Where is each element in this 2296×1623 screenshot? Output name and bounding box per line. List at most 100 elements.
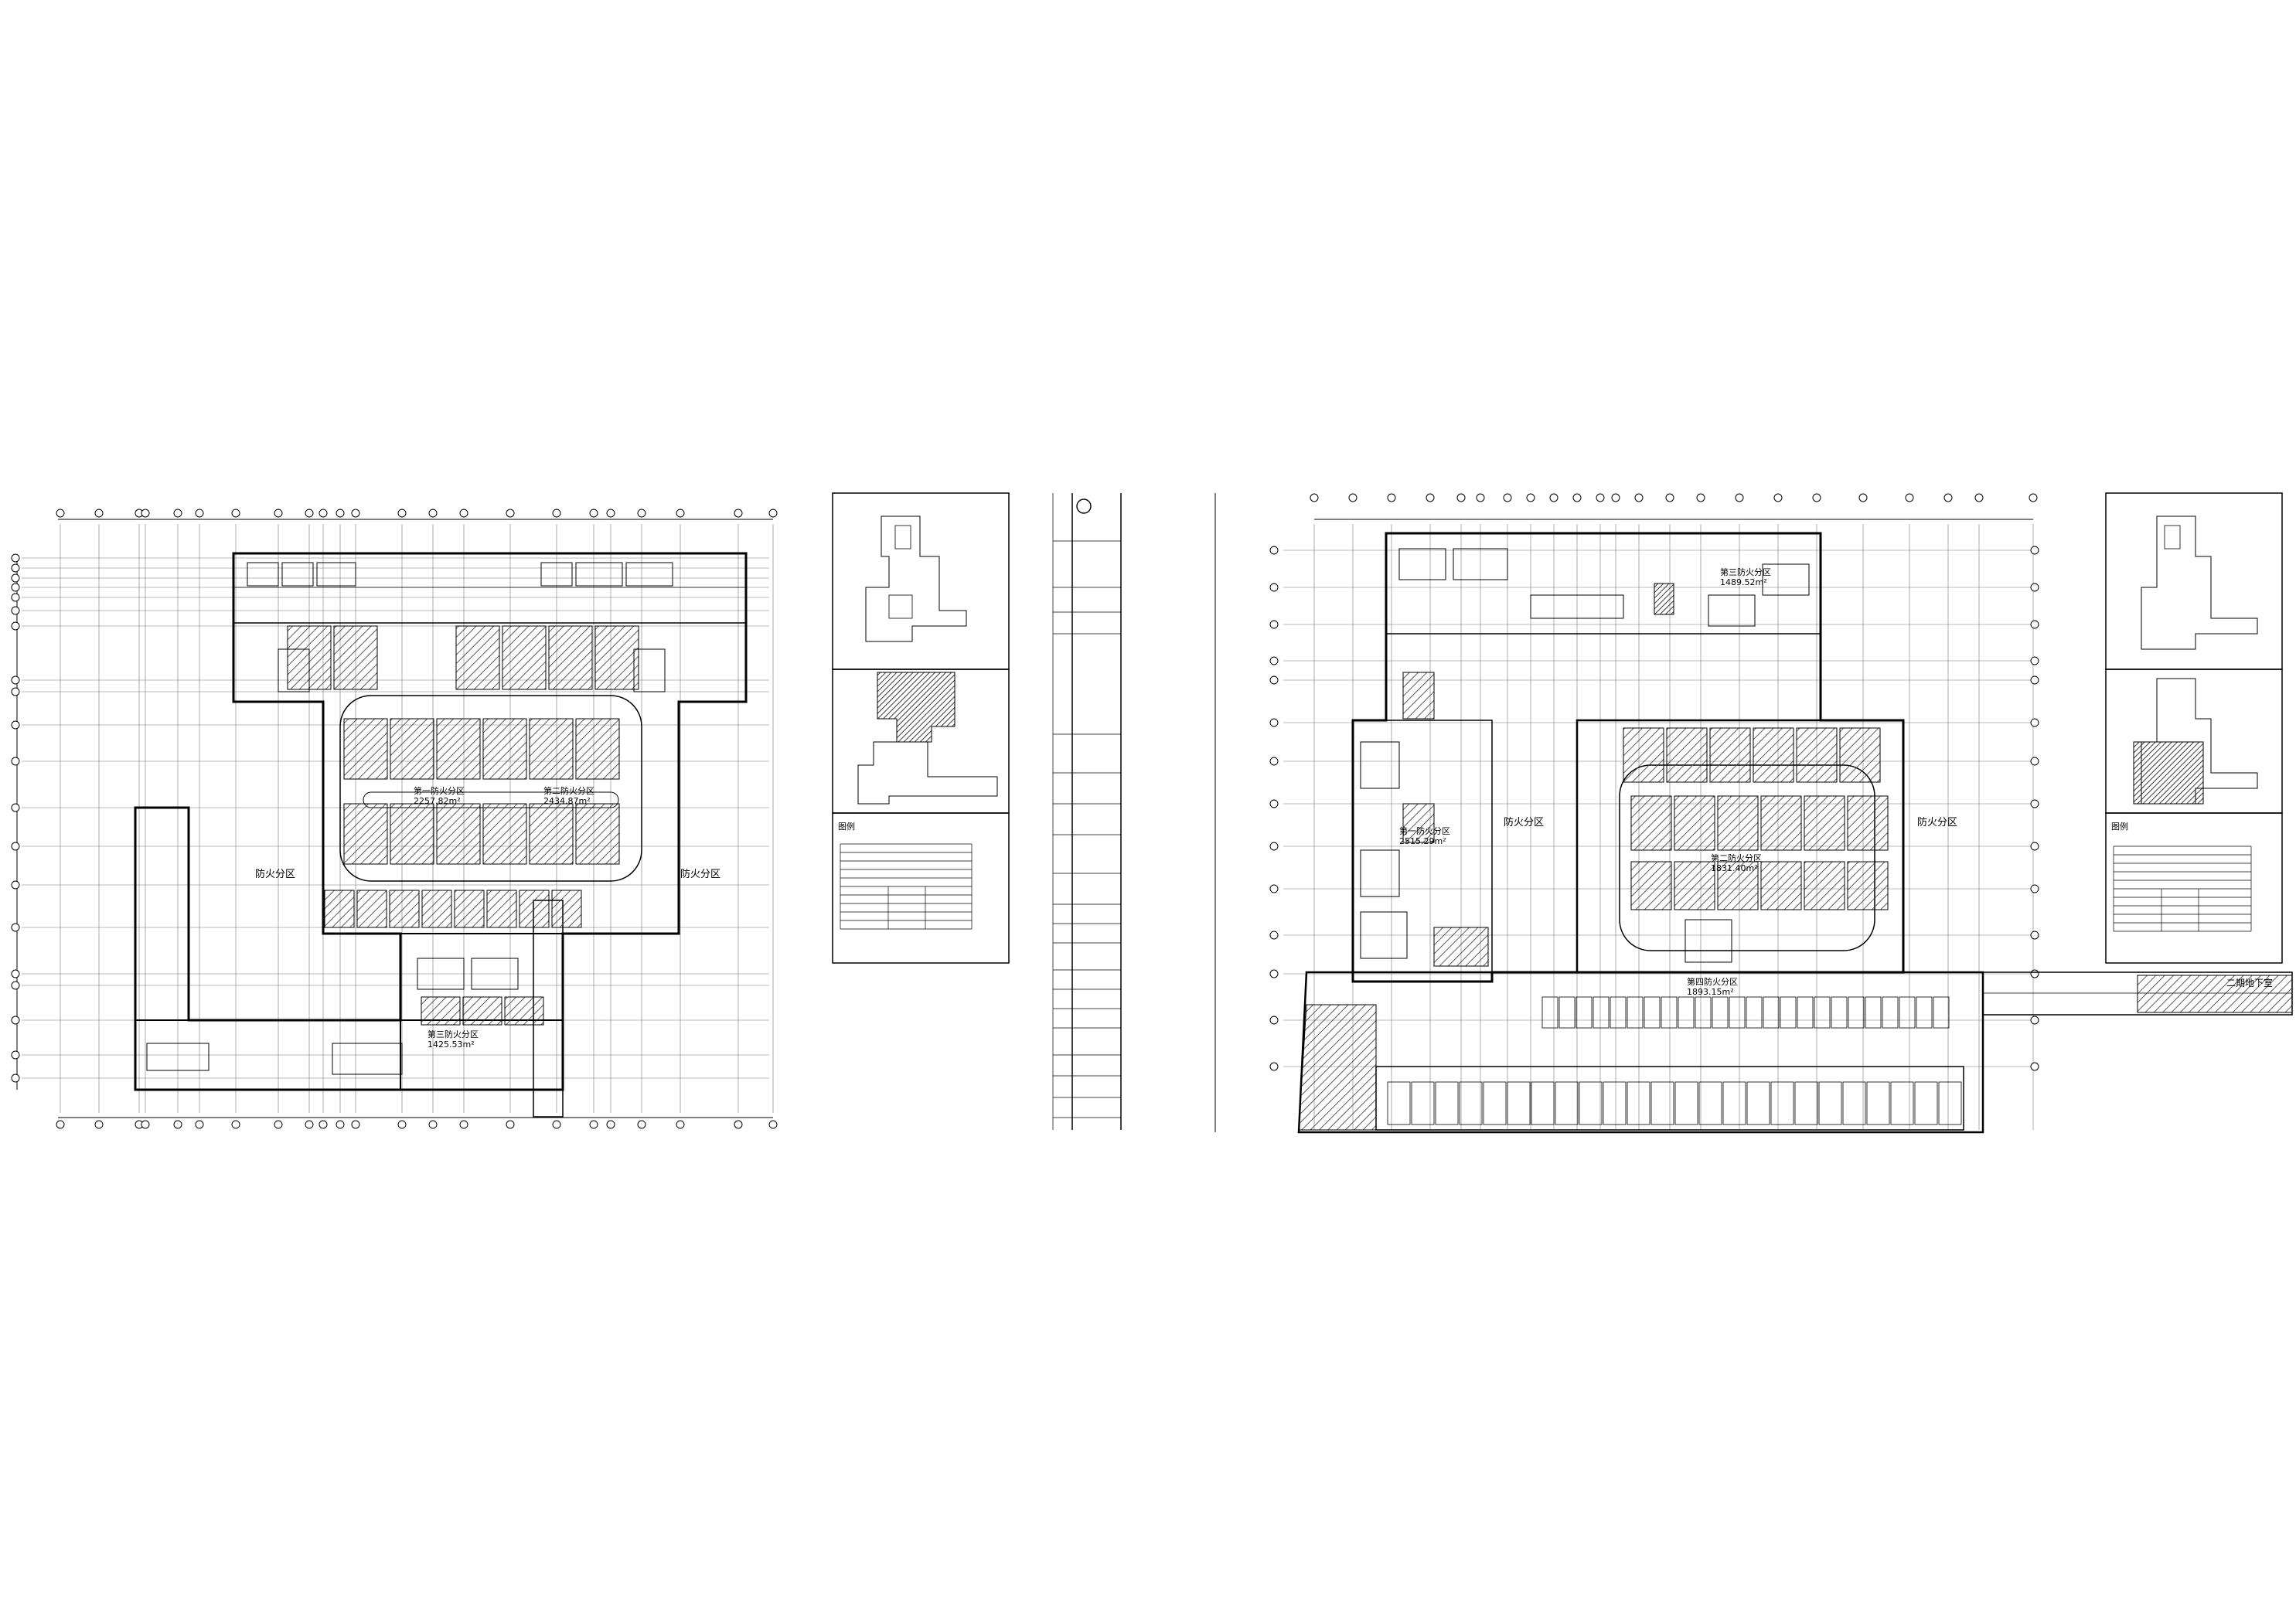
grid-bubble bbox=[11, 803, 20, 812]
parking-stall-block bbox=[575, 718, 620, 780]
grid-bubble bbox=[11, 923, 20, 932]
parking-stall bbox=[1794, 1081, 1818, 1125]
parking-stall-block bbox=[390, 718, 434, 780]
parking-stall bbox=[1435, 1081, 1459, 1125]
legend-table bbox=[840, 843, 973, 930]
parking-stall-block bbox=[462, 996, 502, 1026]
grid-bubble bbox=[2030, 799, 2039, 808]
grid-bubble bbox=[94, 509, 104, 518]
grid-bubble bbox=[1269, 546, 1279, 555]
grid-bubble bbox=[11, 1050, 20, 1060]
grid-bubble bbox=[1611, 493, 1620, 502]
parking-stall bbox=[1698, 1081, 1722, 1125]
parking-stall-block bbox=[1847, 795, 1889, 851]
parking-stall-block bbox=[1666, 727, 1708, 783]
grid-bubble bbox=[2030, 718, 2039, 727]
parking-stall-block bbox=[389, 890, 420, 928]
grid-bubble bbox=[1310, 493, 1319, 502]
podium-hatch-left bbox=[1298, 1004, 1377, 1131]
parking-stall-block bbox=[1847, 861, 1889, 910]
grid-bubble bbox=[1269, 656, 1279, 665]
grid-bubble bbox=[11, 553, 20, 563]
grid-bubble bbox=[1387, 493, 1396, 502]
zone-label: 防火分区 bbox=[1504, 817, 1545, 829]
parking-stall-block bbox=[1796, 727, 1838, 783]
parking-stall bbox=[1814, 996, 1831, 1029]
grid-bubble bbox=[1943, 493, 1953, 502]
parking-stall bbox=[1541, 996, 1558, 1029]
title-block bbox=[1052, 493, 1216, 1130]
grid-bubble bbox=[1269, 757, 1279, 766]
grid-bubble bbox=[1269, 969, 1279, 978]
area-label-name: 第三防火分区 bbox=[1720, 567, 1771, 577]
hatched-room bbox=[1433, 927, 1489, 967]
parking-stall bbox=[1674, 1081, 1698, 1125]
left-wing bbox=[135, 807, 189, 1021]
parking-stall bbox=[1899, 996, 1916, 1029]
grid-bubble bbox=[1526, 493, 1535, 502]
parking-stall bbox=[1627, 996, 1644, 1029]
grid-bubble bbox=[2030, 583, 2039, 592]
grid-bubble bbox=[11, 583, 20, 592]
parking-stall-block bbox=[1709, 727, 1751, 783]
parking-stall-block bbox=[454, 890, 485, 928]
parking-stall-block bbox=[455, 625, 500, 690]
area-label-name: 第二防火分区 bbox=[1711, 853, 1762, 863]
grid-bubble bbox=[2030, 656, 2039, 665]
legend-table bbox=[2113, 846, 2252, 932]
grid-bubble bbox=[173, 509, 182, 518]
grid-bubble bbox=[734, 509, 743, 518]
parking-stall-block bbox=[1717, 861, 1759, 910]
grid-bubble bbox=[1735, 493, 1744, 502]
parking-stall bbox=[1558, 996, 1576, 1029]
parking-stall-block bbox=[1753, 727, 1794, 783]
grid-bubble bbox=[1974, 493, 1984, 502]
grid-bubbles bbox=[11, 509, 778, 1129]
parking-stall bbox=[1916, 996, 1933, 1029]
parking-stall bbox=[1938, 1081, 1962, 1125]
parking-stall-block bbox=[343, 803, 388, 865]
parking-stall bbox=[1770, 1081, 1794, 1125]
grid-bubble bbox=[11, 1073, 20, 1083]
parking-stall-block bbox=[333, 625, 378, 690]
parking-stall-block bbox=[324, 890, 355, 928]
parking-stall bbox=[1531, 1081, 1555, 1125]
zone-label: 防火分区 bbox=[1917, 817, 1958, 829]
zone-label: 防火分区 bbox=[680, 869, 721, 880]
parking-stall-block bbox=[551, 890, 582, 928]
phase2-basement-tag: 二期地下室 bbox=[2226, 978, 2274, 988]
grid-bubble bbox=[589, 1120, 598, 1129]
parking-stall bbox=[1746, 1081, 1770, 1125]
grid-bubble bbox=[676, 509, 685, 518]
parking-stall-block bbox=[575, 803, 620, 865]
hatched-room bbox=[1654, 583, 1674, 615]
grid-bubble bbox=[351, 1120, 360, 1129]
grid-bubble bbox=[1634, 493, 1644, 502]
parking-stall-block bbox=[421, 996, 461, 1026]
parking-stall-block bbox=[502, 625, 547, 690]
grid-bubble bbox=[589, 509, 598, 518]
grid-bubble bbox=[397, 1120, 407, 1129]
parking-stall bbox=[1890, 1081, 1914, 1125]
grid-bubble bbox=[606, 509, 615, 518]
grid-bubble bbox=[336, 1120, 345, 1129]
area-label-value: 2434.87m² bbox=[543, 796, 591, 806]
grid-bubble bbox=[173, 1120, 182, 1129]
parking-stall bbox=[1797, 996, 1814, 1029]
equipment-band-top bbox=[233, 553, 747, 624]
legend-heading: 图例 bbox=[2111, 822, 2128, 832]
grid-bubble bbox=[1269, 1016, 1279, 1025]
grid-bubble bbox=[2030, 546, 2039, 555]
parking-stall-block bbox=[529, 718, 574, 780]
area-label-value: 1831.40m² bbox=[1711, 863, 1758, 873]
grid-bubble bbox=[351, 509, 360, 518]
grid-bubble bbox=[94, 1120, 104, 1129]
grid-bubble bbox=[734, 1120, 743, 1129]
parking-stall-block bbox=[343, 718, 388, 780]
equipment-rooms bbox=[1360, 548, 1810, 963]
parking-stall bbox=[1831, 996, 1848, 1029]
grid-bubble bbox=[1269, 884, 1279, 893]
parking-stall-block bbox=[519, 890, 550, 928]
parking-stall bbox=[1579, 1081, 1603, 1125]
